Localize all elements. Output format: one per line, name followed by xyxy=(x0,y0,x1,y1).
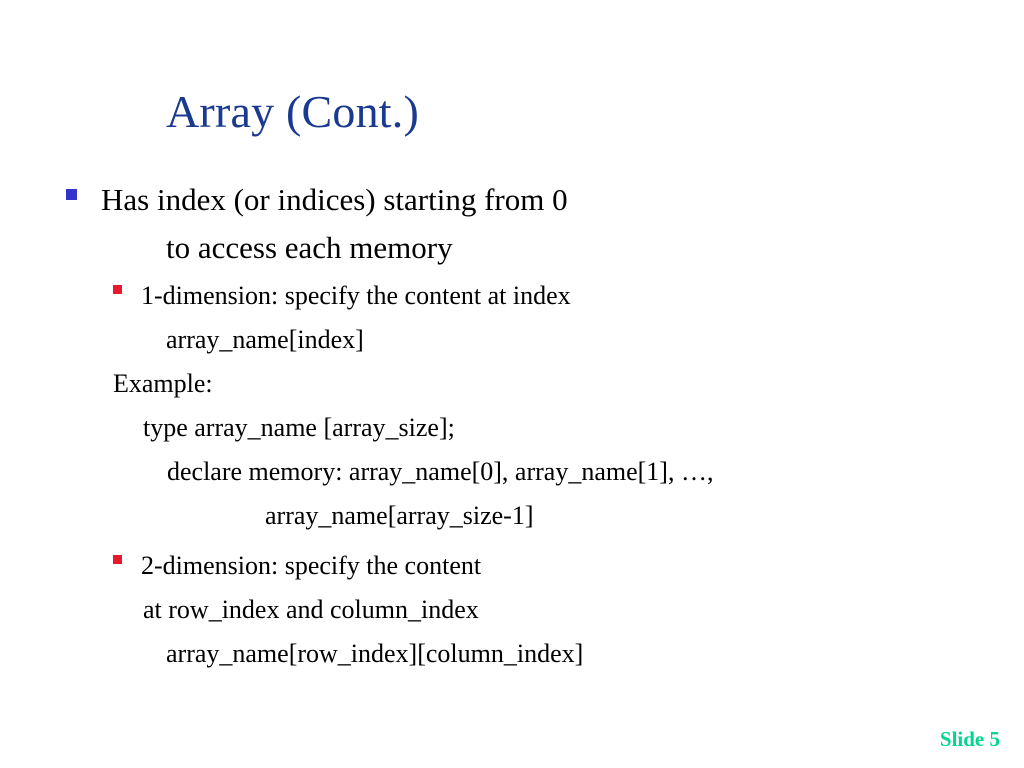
bullet-item-two-dimension-syntax: array_name[row_index][column_index] xyxy=(166,632,1024,676)
example-declaration-line: type array_name [array_size]; xyxy=(143,406,1024,450)
square-bullet-icon xyxy=(113,285,122,294)
page-title: Array (Cont.) xyxy=(166,86,419,137)
square-bullet-icon xyxy=(113,555,122,564)
bullet-item-two-dimension: 2-dimension: specify the content xyxy=(113,544,1024,588)
slide-body: Has index (or indices) starting from 0 t… xyxy=(0,176,1024,676)
bullet-item-one-dimension: 1-dimension: specify the content at inde… xyxy=(113,274,1024,318)
example-heading-text: Example: xyxy=(113,369,213,398)
bullet-item-has-index: Has index (or indices) starting from 0 xyxy=(66,176,1024,224)
example-declare-memory-line: declare memory: array_name[0], array_nam… xyxy=(167,450,1024,494)
example-declaration-text: type array_name [array_size]; xyxy=(143,413,455,442)
example-last-element-line: array_name[array_size-1] xyxy=(265,494,1024,538)
bullet-item-two-dimension-continuation: at row_index and column_index xyxy=(143,588,1024,632)
bullet-item-two-dimension-syntax-text: array_name[row_index][column_index] xyxy=(166,639,584,668)
bullet-item-has-index-text: Has index (or indices) starting from 0 xyxy=(101,182,568,217)
bullet-item-has-index-continuation-text: to access each memory xyxy=(166,230,453,265)
example-declare-memory-text: declare memory: array_name[0], array_nam… xyxy=(167,457,714,486)
bullet-item-two-dimension-text: 2-dimension: specify the content xyxy=(141,551,482,580)
example-last-element-text: array_name[array_size-1] xyxy=(265,501,534,530)
bullet-item-one-dimension-text: 1-dimension: specify the content at inde… xyxy=(141,281,571,310)
bullet-item-one-dimension-syntax-text: array_name[index] xyxy=(166,325,364,354)
slide-number-label: Slide 5 xyxy=(939,727,1000,751)
bullet-item-two-dimension-continuation-text: at row_index and column_index xyxy=(143,595,479,624)
bullet-item-has-index-continuation: to access each memory xyxy=(166,224,1024,272)
square-bullet-icon xyxy=(66,189,77,200)
bullet-item-one-dimension-syntax: array_name[index] xyxy=(166,318,1024,362)
example-heading: Example: xyxy=(113,362,1024,406)
